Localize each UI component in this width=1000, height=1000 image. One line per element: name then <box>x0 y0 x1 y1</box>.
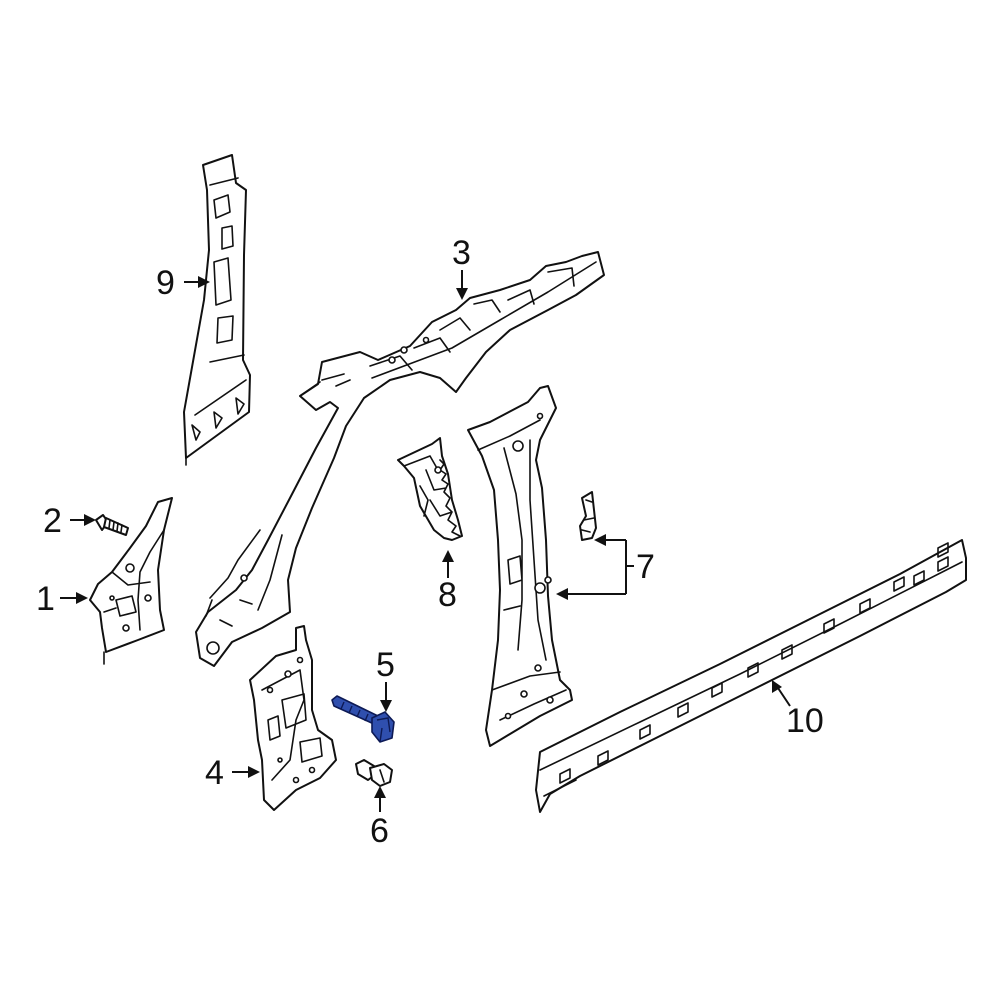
part-6-stud[interactable] <box>355 759 393 787</box>
callout-labels: 9 2 1 3 4 5 6 8 7 10 <box>36 234 824 850</box>
callout-4: 4 <box>205 754 224 792</box>
leader-lines <box>60 270 791 812</box>
callout-5: 5 <box>376 646 395 684</box>
callout-10: 10 <box>786 702 824 740</box>
part-3-side-rail[interactable] <box>195 251 605 667</box>
part-9-pillar-reinforcement[interactable] <box>183 154 251 466</box>
part-2-bolt[interactable] <box>95 514 129 536</box>
callout-1: 1 <box>36 580 55 618</box>
callout-7: 7 <box>636 548 655 586</box>
part-1-pillar-bracket[interactable] <box>89 497 173 665</box>
callout-6: 6 <box>370 812 389 850</box>
callout-2: 2 <box>43 502 62 540</box>
part-7-b-pillar[interactable] <box>467 385 597 747</box>
callout-3: 3 <box>452 234 471 272</box>
callout-9: 9 <box>156 264 175 302</box>
callout-8: 8 <box>438 576 457 614</box>
part-10-rocker-panel[interactable] <box>535 539 967 813</box>
part-8-bracket[interactable] <box>397 437 463 541</box>
rocker-slots <box>559 542 949 784</box>
part-5-bolt-highlighted[interactable] <box>331 695 395 743</box>
part-4-inner-panel[interactable] <box>249 625 337 811</box>
